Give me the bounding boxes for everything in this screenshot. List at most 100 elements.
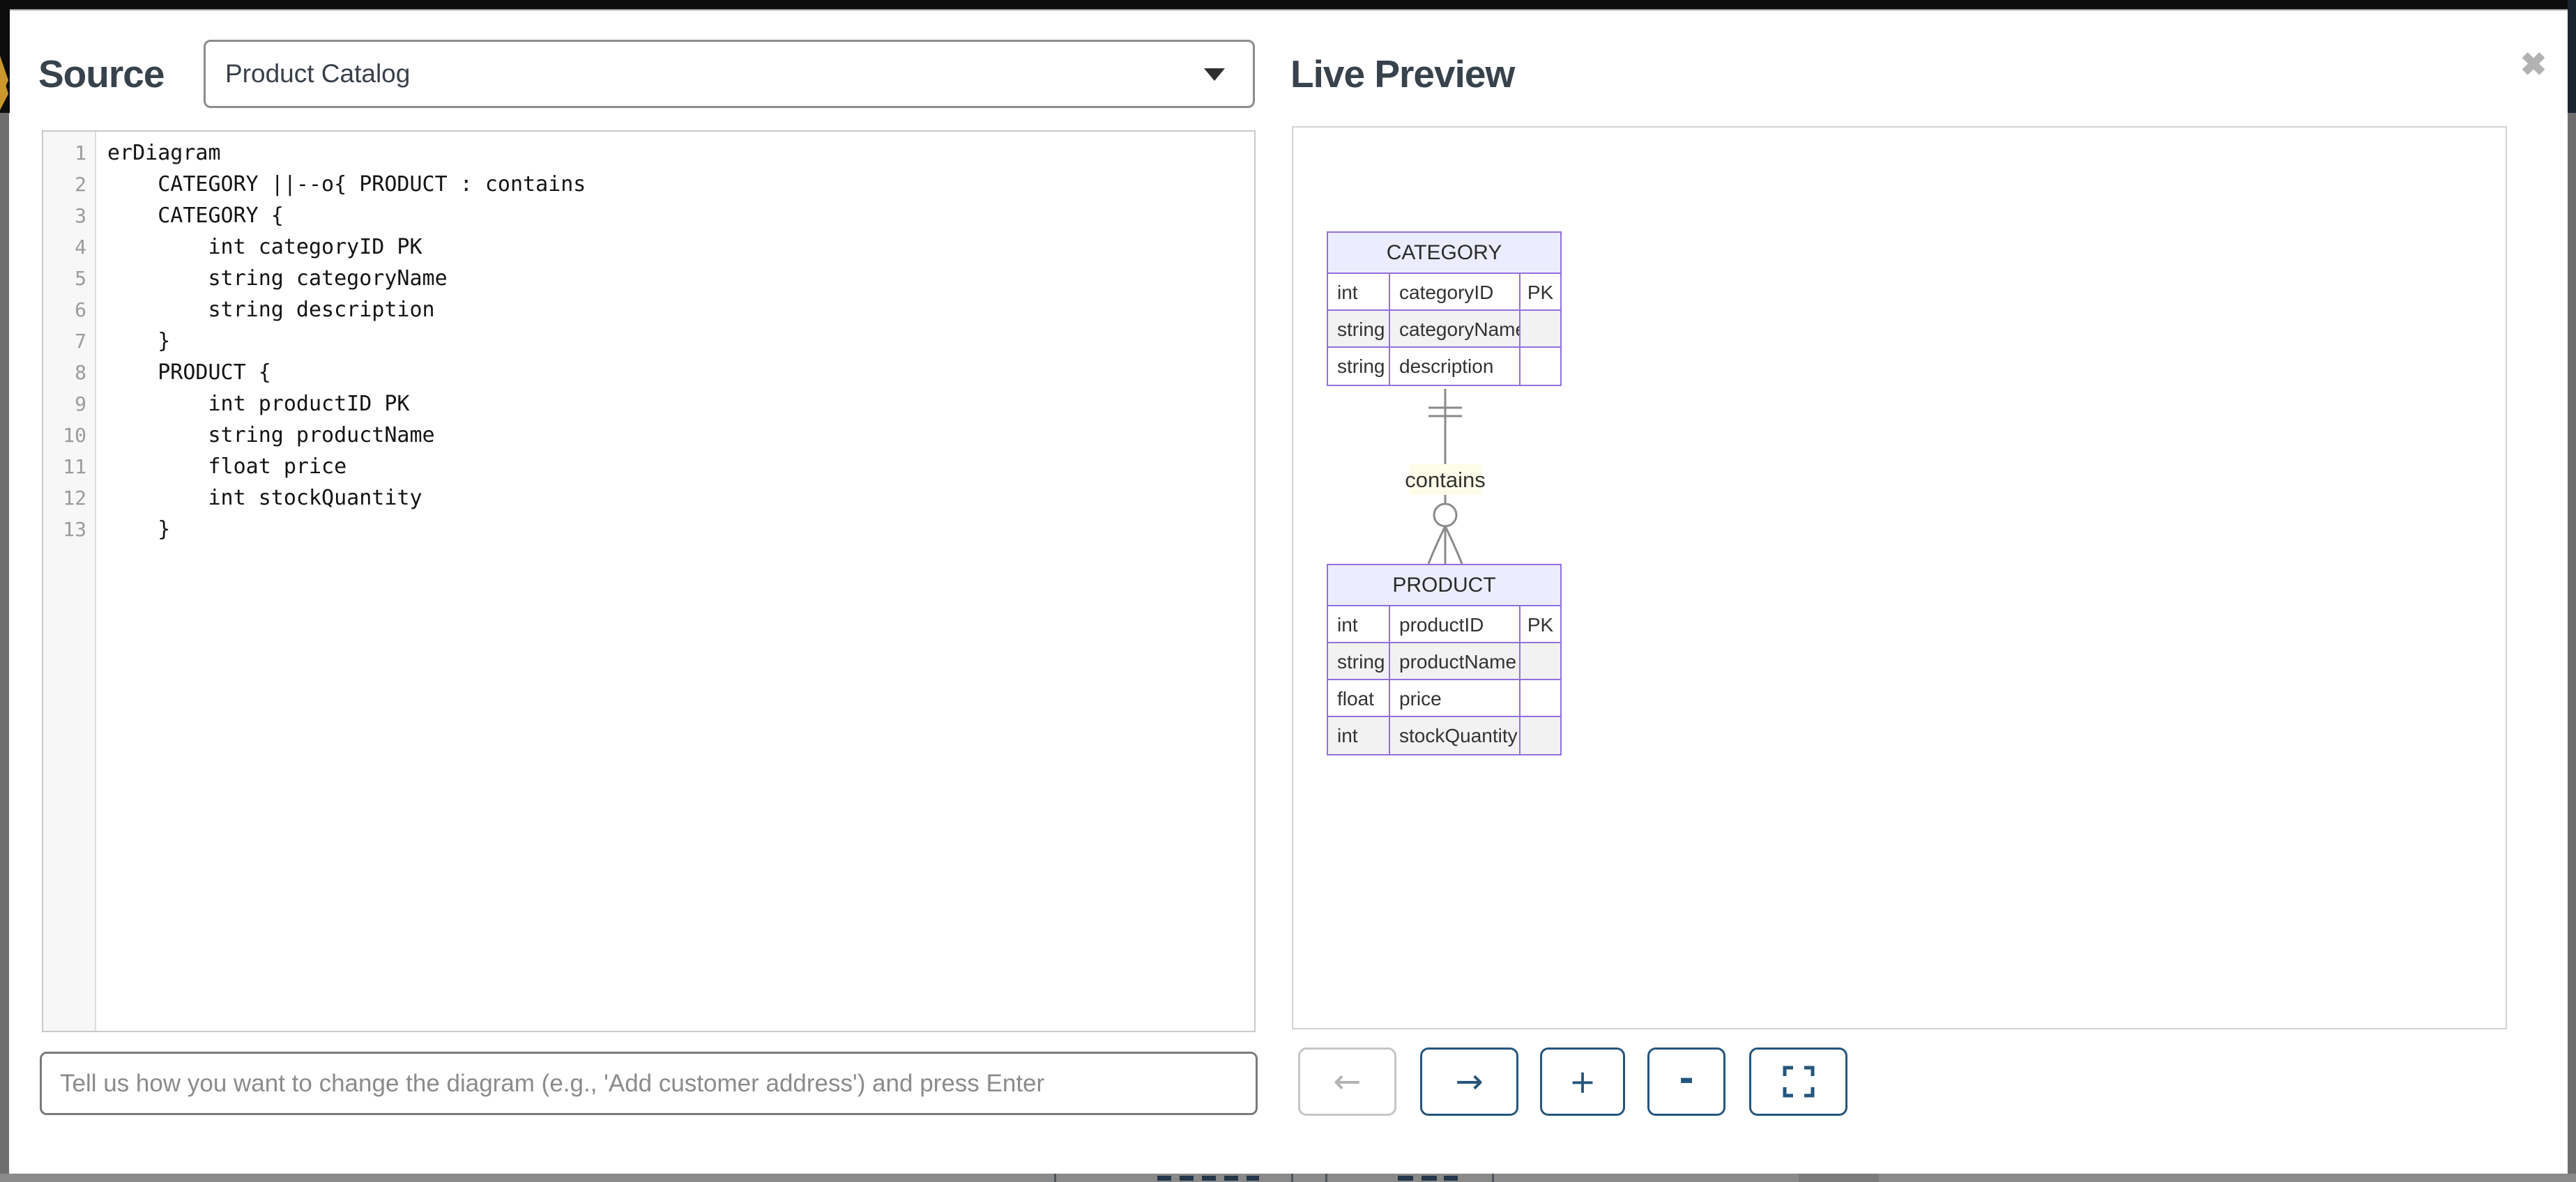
zero-cardinality-circle <box>1433 502 1458 528</box>
minus-icon: - <box>1679 1058 1694 1100</box>
preview-panel-title: Live Preview <box>1290 52 1515 95</box>
background-page-fragment <box>1325 1174 1327 1182</box>
background-page-fragment <box>1202 1176 1216 1181</box>
prompt-input[interactable] <box>40 1052 1258 1115</box>
code-line: int categoryID PK <box>107 235 422 259</box>
background-page-fragment <box>1224 1176 1238 1181</box>
entity-name-cell: productName <box>1390 643 1521 680</box>
entity-type-cell: string <box>1328 348 1390 385</box>
zoom-out-button[interactable]: - <box>1647 1047 1725 1116</box>
entity-name-cell: categoryName <box>1390 311 1521 348</box>
background-page-fragment <box>1799 1174 1879 1182</box>
arrow-right-icon: → <box>1455 1062 1484 1101</box>
back-button[interactable]: ← <box>1298 1047 1396 1116</box>
entity-name-cell: price <box>1390 680 1521 717</box>
entity-key-cell <box>1521 348 1560 385</box>
entity-type-cell: float <box>1328 680 1390 717</box>
background-page-fragment <box>1247 1176 1259 1181</box>
line-number: 12 <box>63 486 86 509</box>
background-page-fragment <box>1444 1176 1458 1181</box>
entity-key-cell: PK <box>1521 606 1560 643</box>
code-lines[interactable]: erDiagram CATEGORY ||--o{ PRODUCT : cont… <box>107 132 1251 545</box>
relationship-label: contains <box>1405 468 1485 492</box>
line-number: 7 <box>75 330 86 353</box>
entity-type-cell: int <box>1328 606 1390 643</box>
crow-foot-right <box>1444 525 1463 564</box>
entity-name-cell: description <box>1390 348 1521 385</box>
entity-type-cell: int <box>1328 274 1390 311</box>
line-number: 10 <box>63 424 86 447</box>
page-frame-top <box>0 0 2576 9</box>
diagram-selector-value: Product Catalog <box>225 59 411 88</box>
background-page-fragment <box>1492 1174 1494 1182</box>
entity-key-cell <box>1521 643 1560 680</box>
zoom-in-button[interactable]: + <box>1540 1047 1625 1116</box>
entity-title: PRODUCT <box>1328 565 1560 606</box>
entity-key-cell <box>1521 311 1560 348</box>
diagram-selector[interactable]: Product Catalog <box>204 40 1255 108</box>
line-number: 9 <box>75 392 86 415</box>
code-line: erDiagram <box>107 141 221 165</box>
code-line: int productID PK <box>107 392 410 416</box>
code-line: string productName <box>107 423 435 447</box>
page-frame-top-line <box>0 9 2576 10</box>
line-number: 1 <box>75 141 86 164</box>
code-line: float price <box>107 454 347 479</box>
background-page-fragment <box>1054 1174 1056 1182</box>
line-number: 4 <box>75 236 86 259</box>
page-frame-bottom <box>0 1174 2576 1182</box>
line-number: 6 <box>75 298 86 321</box>
arrow-left-icon: ← <box>1333 1062 1362 1101</box>
code-line: CATEGORY { <box>107 204 284 228</box>
plus-icon: + <box>1569 1063 1596 1100</box>
code-line: } <box>107 517 171 542</box>
code-line: PRODUCT { <box>107 360 271 385</box>
code-line: CATEGORY ||--o{ PRODUCT : contains <box>107 172 586 197</box>
background-page-fragment <box>1398 1176 1413 1181</box>
source-panel-title: Source <box>38 52 165 95</box>
fullscreen-button[interactable] <box>1749 1047 1847 1116</box>
relationship-connector: contains <box>1405 389 1486 564</box>
entity-type-cell: string <box>1328 643 1390 680</box>
entity-name-cell: stockQuantity <box>1390 717 1521 754</box>
entity-title: CATEGORY <box>1328 233 1560 274</box>
code-line: int stockQuantity <box>107 486 422 510</box>
chevron-down-icon <box>1204 68 1225 81</box>
code-line: } <box>107 329 171 353</box>
entity-key-cell <box>1521 717 1560 754</box>
entity-type-cell: string <box>1328 311 1390 348</box>
entity-key-cell <box>1521 680 1560 717</box>
crow-foot-left <box>1427 525 1447 564</box>
entity-name-cell: productID <box>1390 606 1521 643</box>
background-page-fragment <box>1157 1176 1171 1181</box>
line-number: 3 <box>75 204 86 227</box>
line-number: 8 <box>75 361 86 384</box>
background-page-fragment <box>1422 1176 1437 1181</box>
line-number: 13 <box>63 518 86 541</box>
entity-type-cell: int <box>1328 717 1390 754</box>
background-page-fragment <box>1180 1176 1194 1181</box>
page-frame-corner <box>2568 0 2576 113</box>
background-page-fragment <box>1291 1174 1293 1182</box>
forward-button[interactable]: → <box>1420 1047 1518 1116</box>
close-icon[interactable]: ✖ <box>2520 46 2547 82</box>
entity-name-cell: categoryID <box>1390 274 1521 311</box>
line-number: 5 <box>75 267 86 290</box>
line-number: 2 <box>75 173 86 196</box>
code-line: string categoryName <box>107 266 448 291</box>
entity-key-cell: PK <box>1521 274 1560 311</box>
line-number: 11 <box>63 455 86 478</box>
fullscreen-icon <box>1783 1066 1814 1098</box>
